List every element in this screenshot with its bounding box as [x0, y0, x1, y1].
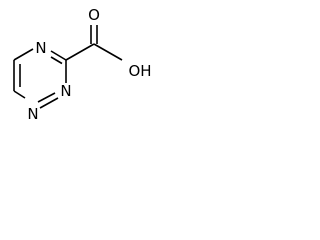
bond-ring-n1-c6 — [13, 90, 26, 99]
bond-carboxyl-oh — [93, 43, 123, 61]
chemical-structure: N N N OH O — [13, 6, 152, 123]
atom-n-bottom-left: N — [27, 105, 38, 123]
atom-o-carbonyl: O — [88, 6, 100, 24]
bond-c3-carboxyl — [65, 43, 95, 61]
bond-ring-n2-n1-double — [37, 92, 56, 103]
bond-ring-c5-top-n — [13, 48, 34, 61]
atom-n-top: N — [35, 39, 46, 57]
bond-ring-top-n-c3-double — [50, 56, 63, 65]
bond-ring-n2-n1 — [39, 97, 59, 109]
atom-n-bottom-right: N — [60, 82, 71, 100]
atom-oh: OH — [128, 62, 151, 80]
bond-ring-top-n-c3 — [50, 50, 67, 61]
